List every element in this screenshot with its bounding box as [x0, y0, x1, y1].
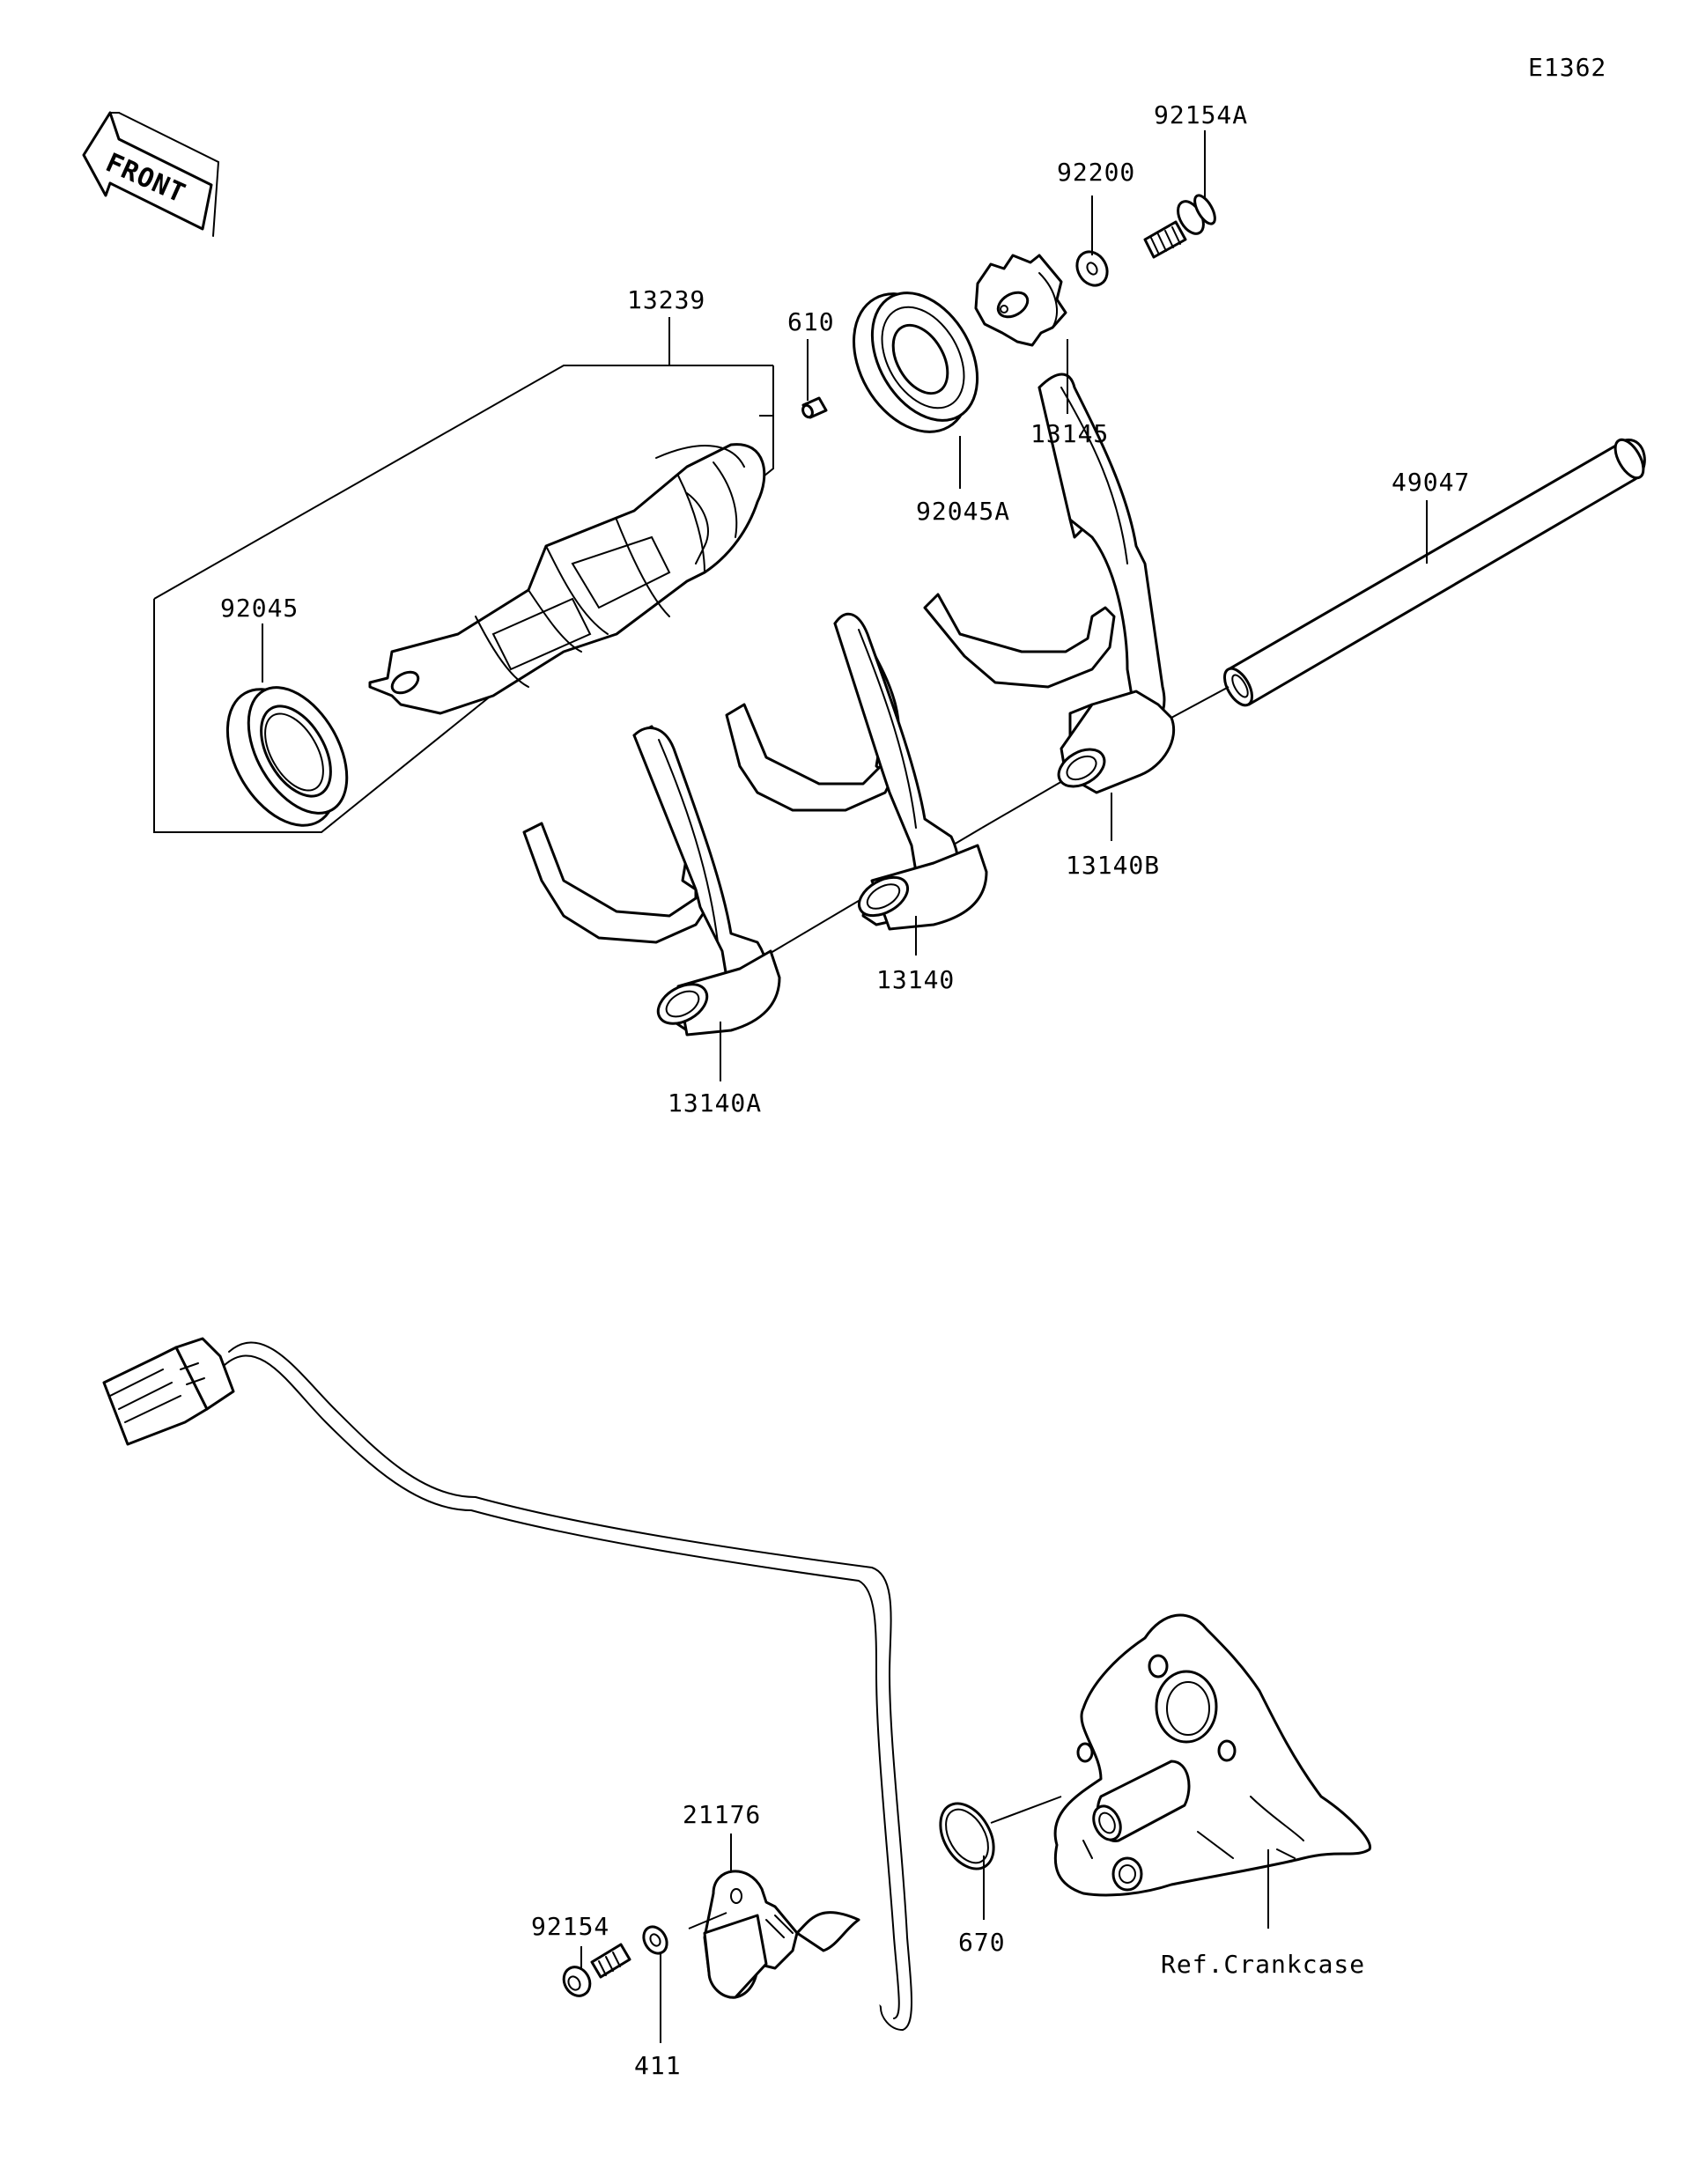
label-49047: 49047 — [1392, 468, 1470, 497]
label-411: 411 — [634, 2051, 682, 2080]
bolt-92154 — [562, 1943, 631, 1997]
group-bracket-13239 — [153, 317, 774, 833]
front-arrow-icon: FRONT — [82, 111, 220, 237]
label-13239: 13239 — [627, 285, 705, 314]
shift-drum-13239 — [368, 443, 766, 715]
washer-411 — [642, 1925, 668, 1955]
fork-13140A — [522, 725, 781, 1037]
label-92200: 92200 — [1057, 158, 1135, 187]
label-13145: 13145 — [1030, 419, 1109, 448]
connector-plug — [102, 1337, 235, 1446]
oring-670 — [939, 1802, 995, 1870]
sensor-21176 — [703, 1870, 799, 1999]
label-670: 670 — [958, 1928, 1006, 1957]
label-21176: 21176 — [683, 1800, 761, 1829]
label-13140B: 13140B — [1066, 851, 1160, 880]
crankcase-ref — [1053, 1613, 1371, 1897]
cam-13145 — [974, 254, 1067, 347]
shaft-49047 — [1223, 438, 1646, 707]
label-92154: 92154 — [531, 1912, 609, 1941]
washer-92200 — [1075, 250, 1109, 287]
label-13140A: 13140A — [668, 1088, 762, 1118]
fork-13140 — [725, 612, 988, 931]
label-610: 610 — [787, 307, 835, 336]
leader-lines-upper — [262, 130, 1428, 1081]
leader-lines-lower — [580, 1796, 1269, 2043]
label-92154A: 92154A — [1154, 100, 1248, 129]
label-92045: 92045 — [220, 594, 299, 623]
label-92045A: 92045A — [916, 497, 1010, 526]
label-ref-crankcase: Ref.Crankcase — [1161, 1950, 1365, 1979]
bearing-92045 — [225, 686, 349, 827]
fork-13140B — [923, 373, 1176, 794]
label-13140: 13140 — [876, 965, 955, 994]
pin-610 — [801, 396, 828, 419]
bolt-92154A — [1143, 194, 1216, 259]
diagram-code: E1362 — [1528, 53, 1606, 82]
bearing-92045A — [853, 291, 979, 433]
